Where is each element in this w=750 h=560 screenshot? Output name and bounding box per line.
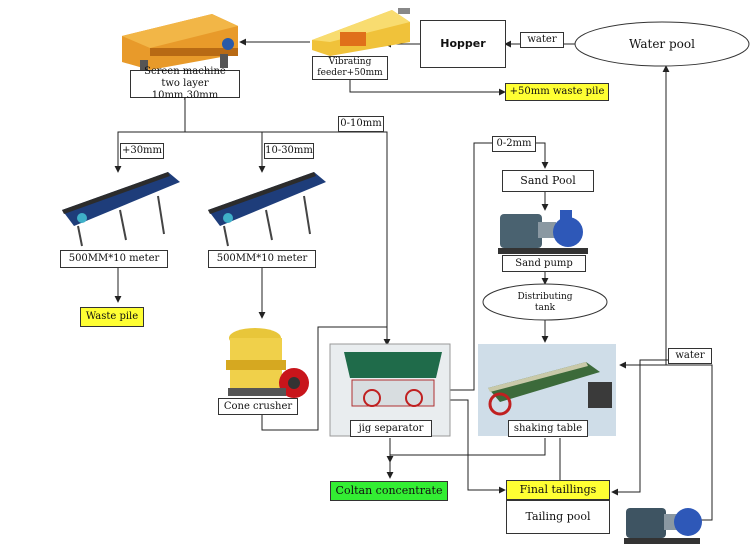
sand-pool-label: Sand Pool <box>502 170 594 192</box>
range-0-10mm-label: 0-10mm <box>338 116 384 132</box>
cone-crusher-label: Cone crusher <box>218 398 298 415</box>
distributing-tank-label: Distributing tank <box>517 292 573 313</box>
flow-arrows <box>114 38 713 521</box>
vibrating-feeder-illustration <box>312 8 410 56</box>
tailing-pump-illustration <box>624 508 702 544</box>
waste-pile-label: Waste pile <box>80 307 144 327</box>
sand-pump-illustration <box>498 210 588 254</box>
waste-pile-50mm-label: +50mm waste pile <box>505 83 609 101</box>
shaking-table-label: shaking table <box>508 420 588 437</box>
range-10-30mm-label: 10-30mm <box>264 143 314 159</box>
range-0-2mm-label: 0-2mm <box>492 136 536 152</box>
water-pool-shape <box>574 21 750 67</box>
hopper-label: Hopper <box>420 20 506 68</box>
coltan-concentrate-label: Coltan concentrate <box>330 481 448 501</box>
arrow-screen-to-0-10 <box>185 131 391 351</box>
screen-machine-label: Screen machine two layer 10mm,30mm <box>130 66 240 101</box>
distributing-tank-shape <box>482 283 608 321</box>
final-taillings-label: Final taillings <box>506 480 610 500</box>
arrow-feeder-to-wastepile <box>349 78 506 96</box>
conveyor-right-label: 500MM*10 meter <box>208 250 316 268</box>
arrow-water-to-table <box>611 359 705 496</box>
arrow-pump-to-waterpool <box>662 65 713 521</box>
arrow-jig-to-0-2 <box>450 142 549 391</box>
cone-crusher-illustration <box>226 328 309 398</box>
arrow-crusher-to-jig <box>261 326 391 431</box>
screen-machine-illustration <box>122 14 238 72</box>
jig-separator-label: jig separator <box>350 420 432 437</box>
tailing-pool-label: Tailing pool <box>506 500 610 534</box>
water-pool-label: Water pool <box>629 37 695 51</box>
vibrating-feeder-label: Vibrating feeder+50mm <box>312 56 388 80</box>
arrow-screen-to-plus30 <box>114 96 186 173</box>
water-top-label: water <box>520 32 564 48</box>
conveyor-left-illustration <box>62 172 180 247</box>
water-right-label: water <box>668 348 712 364</box>
conveyor-right-illustration <box>208 172 326 247</box>
conveyor-left-label: 500MM*10 meter <box>60 250 168 268</box>
arrow-screen-to-10-30 <box>185 131 266 173</box>
plus30mm-label: +30mm <box>120 143 164 159</box>
arrow-jig-to-tailings <box>450 399 506 494</box>
sand-pump-label: Sand pump <box>502 255 586 272</box>
